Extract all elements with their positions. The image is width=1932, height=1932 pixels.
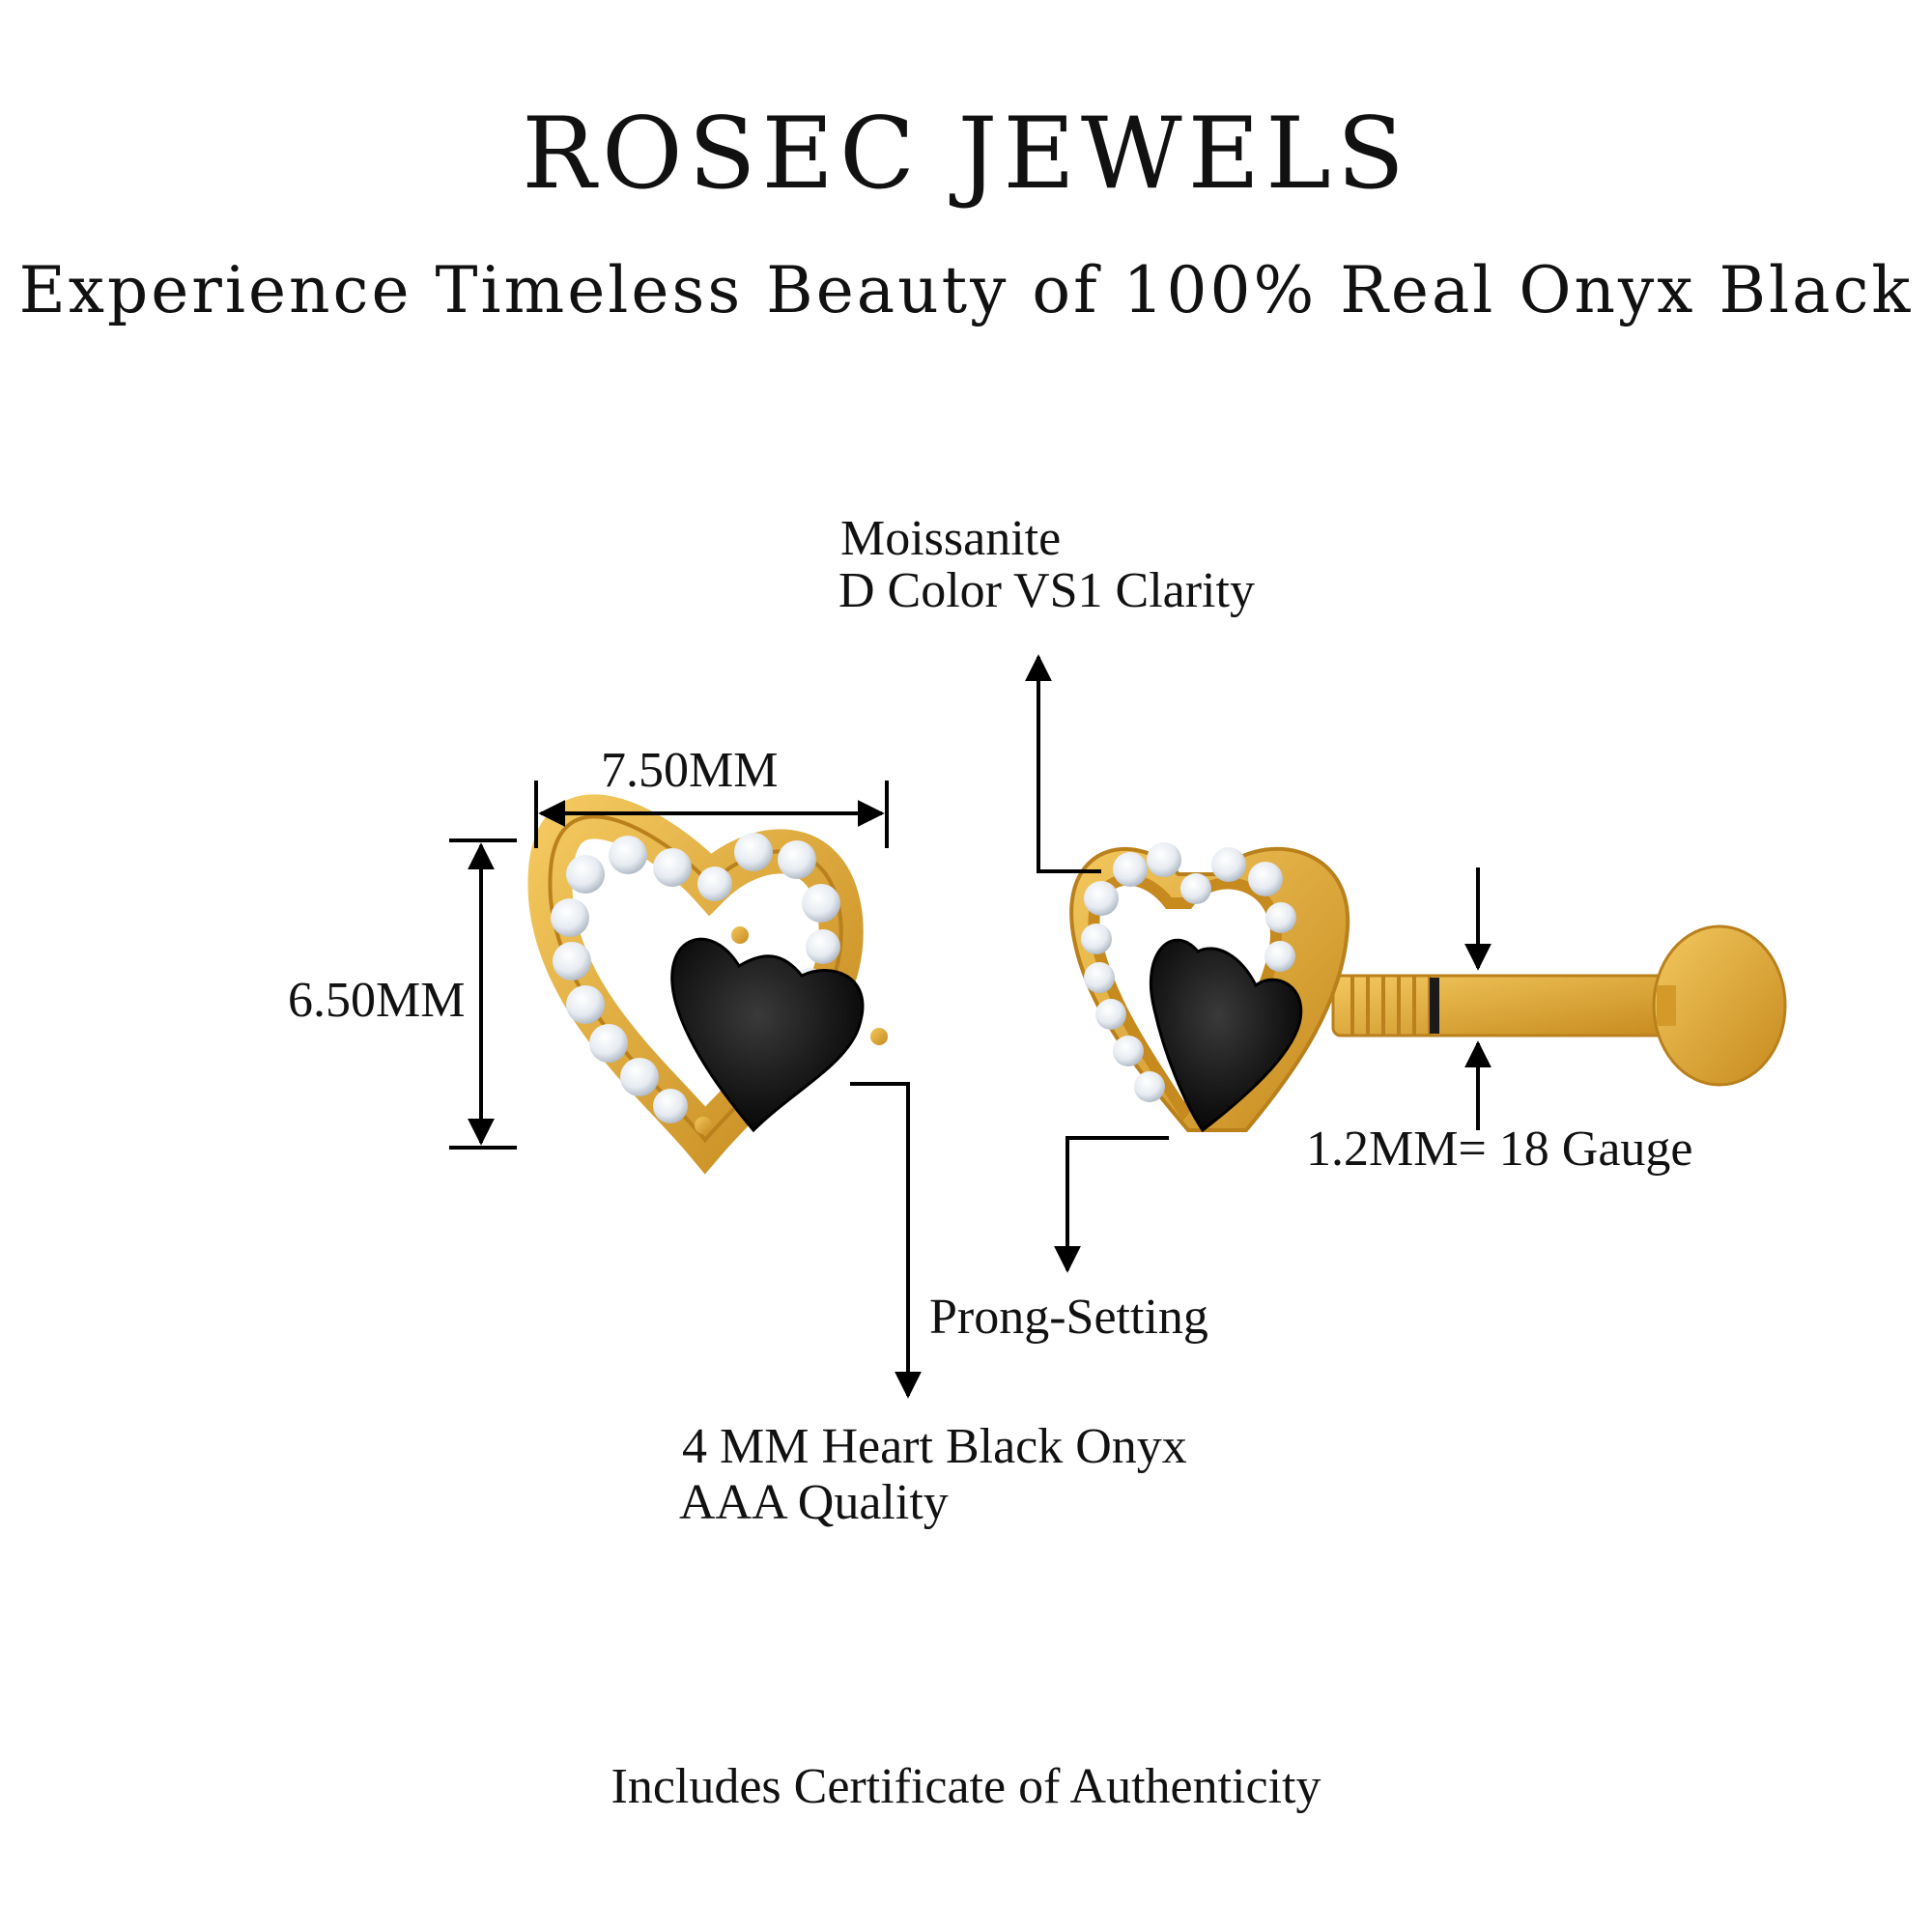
onyx-label-2: AAA Quality xyxy=(679,1475,949,1530)
onyx-callout-line xyxy=(850,1082,922,1399)
side-view-earring xyxy=(1069,842,1787,1133)
brand-title: ROSEC JEWELS xyxy=(522,97,1410,212)
prong-setting-label: Prong-Setting xyxy=(929,1290,1208,1345)
onyx-label-1: 4 MM Heart Black Onyx xyxy=(682,1419,1187,1474)
moissanite-label-1: Moissanite xyxy=(840,511,1062,566)
gauge-label: 1.2MM= 18 Gauge xyxy=(1306,1122,1693,1177)
moissanite-callout-line xyxy=(1025,654,1101,873)
front-onyx-heart xyxy=(670,937,865,1133)
thread-lines xyxy=(1350,976,1432,1036)
side-onyx-heart xyxy=(1149,938,1303,1133)
certificate-note: Includes Certificate of Authenticity xyxy=(611,1759,1321,1814)
prong-callout-line xyxy=(1054,1136,1169,1273)
front-view-earring xyxy=(527,794,888,1175)
front-moissanite-stones xyxy=(551,833,840,1123)
height-dimension xyxy=(449,838,517,1150)
width-dimension xyxy=(534,781,889,848)
tagline: Experience Timeless Beauty of 100% Real … xyxy=(18,253,1914,327)
width-label: 7.50MM xyxy=(601,743,779,798)
height-label: 6.50MM xyxy=(288,973,466,1028)
flat-back-disc xyxy=(1652,924,1787,1087)
side-moissanite-stones xyxy=(1081,842,1296,1102)
moissanite-label-2: D Color VS1 Clarity xyxy=(838,563,1255,618)
